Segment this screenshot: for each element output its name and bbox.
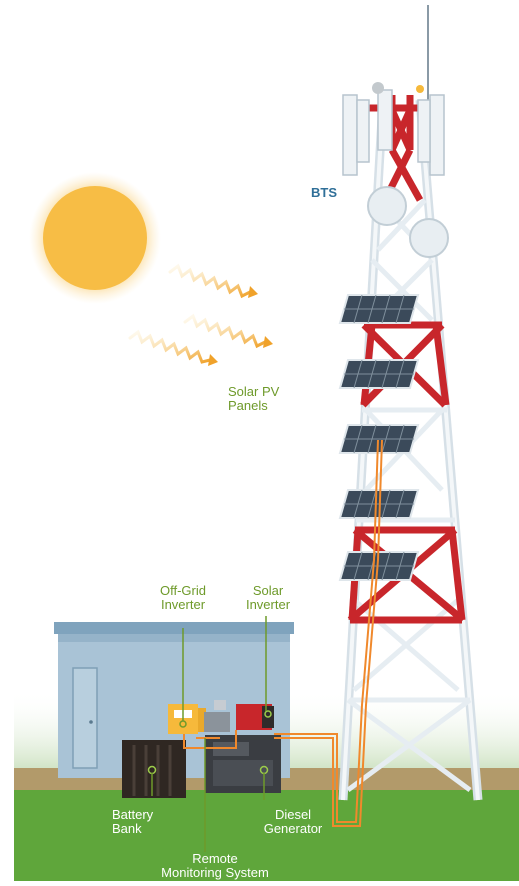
diesel-generator-icon: [205, 735, 281, 793]
bts-label-text: BTS: [311, 185, 337, 200]
solar-pv-panels-label: Solar PV Panels: [228, 385, 279, 413]
off-grid-label-line1: Off-Grid: [160, 583, 206, 598]
battery-label-line2: Bank: [112, 821, 142, 836]
sun-icon: [29, 172, 161, 304]
solar-panel: [338, 359, 420, 389]
ray-arrowheads: [208, 286, 273, 366]
remote-label-line1: Remote: [192, 851, 238, 866]
battery-bank-label: Battery Bank: [112, 808, 182, 836]
remote-monitoring-device: [204, 700, 230, 732]
off-grid-inverter-icon: [168, 704, 206, 734]
diesel-generator-label: Diesel Generator: [258, 808, 328, 836]
off-grid-label-line2: Inverter: [160, 597, 206, 612]
solar-pv-label-line1: Solar PV: [228, 384, 280, 399]
remote-monitoring-label: Remote Monitoring System: [150, 852, 280, 880]
off-grid-inverter-label: Off-Grid Inverter: [146, 584, 220, 612]
solar-pv-label-line2: Panels: [228, 398, 268, 413]
diesel-label-line2: Generator: [263, 821, 323, 836]
solar-inverter-icon: [236, 704, 274, 730]
solar-inverter-label-line1: Solar: [252, 583, 284, 598]
battery-bank-icon: [122, 740, 186, 798]
solar-panel: [338, 551, 420, 581]
solar-panel: [338, 424, 420, 454]
bts-label: BTS: [311, 186, 337, 200]
remote-label-line2: Monitoring System: [161, 865, 269, 880]
sun-rays: [128, 263, 267, 364]
ground-grass: [14, 790, 519, 881]
leader-lines: [151, 616, 267, 852]
solar-panel: [338, 294, 420, 324]
cables: [183, 439, 383, 827]
diesel-label-line1: Diesel: [274, 807, 312, 822]
battery-label-line1: Battery: [112, 807, 154, 822]
door: [72, 667, 98, 769]
solar-inverter-label-line2: Inverter: [245, 597, 291, 612]
solar-panels: [338, 294, 420, 581]
solar-inverter-label: Solar Inverter: [236, 584, 300, 612]
